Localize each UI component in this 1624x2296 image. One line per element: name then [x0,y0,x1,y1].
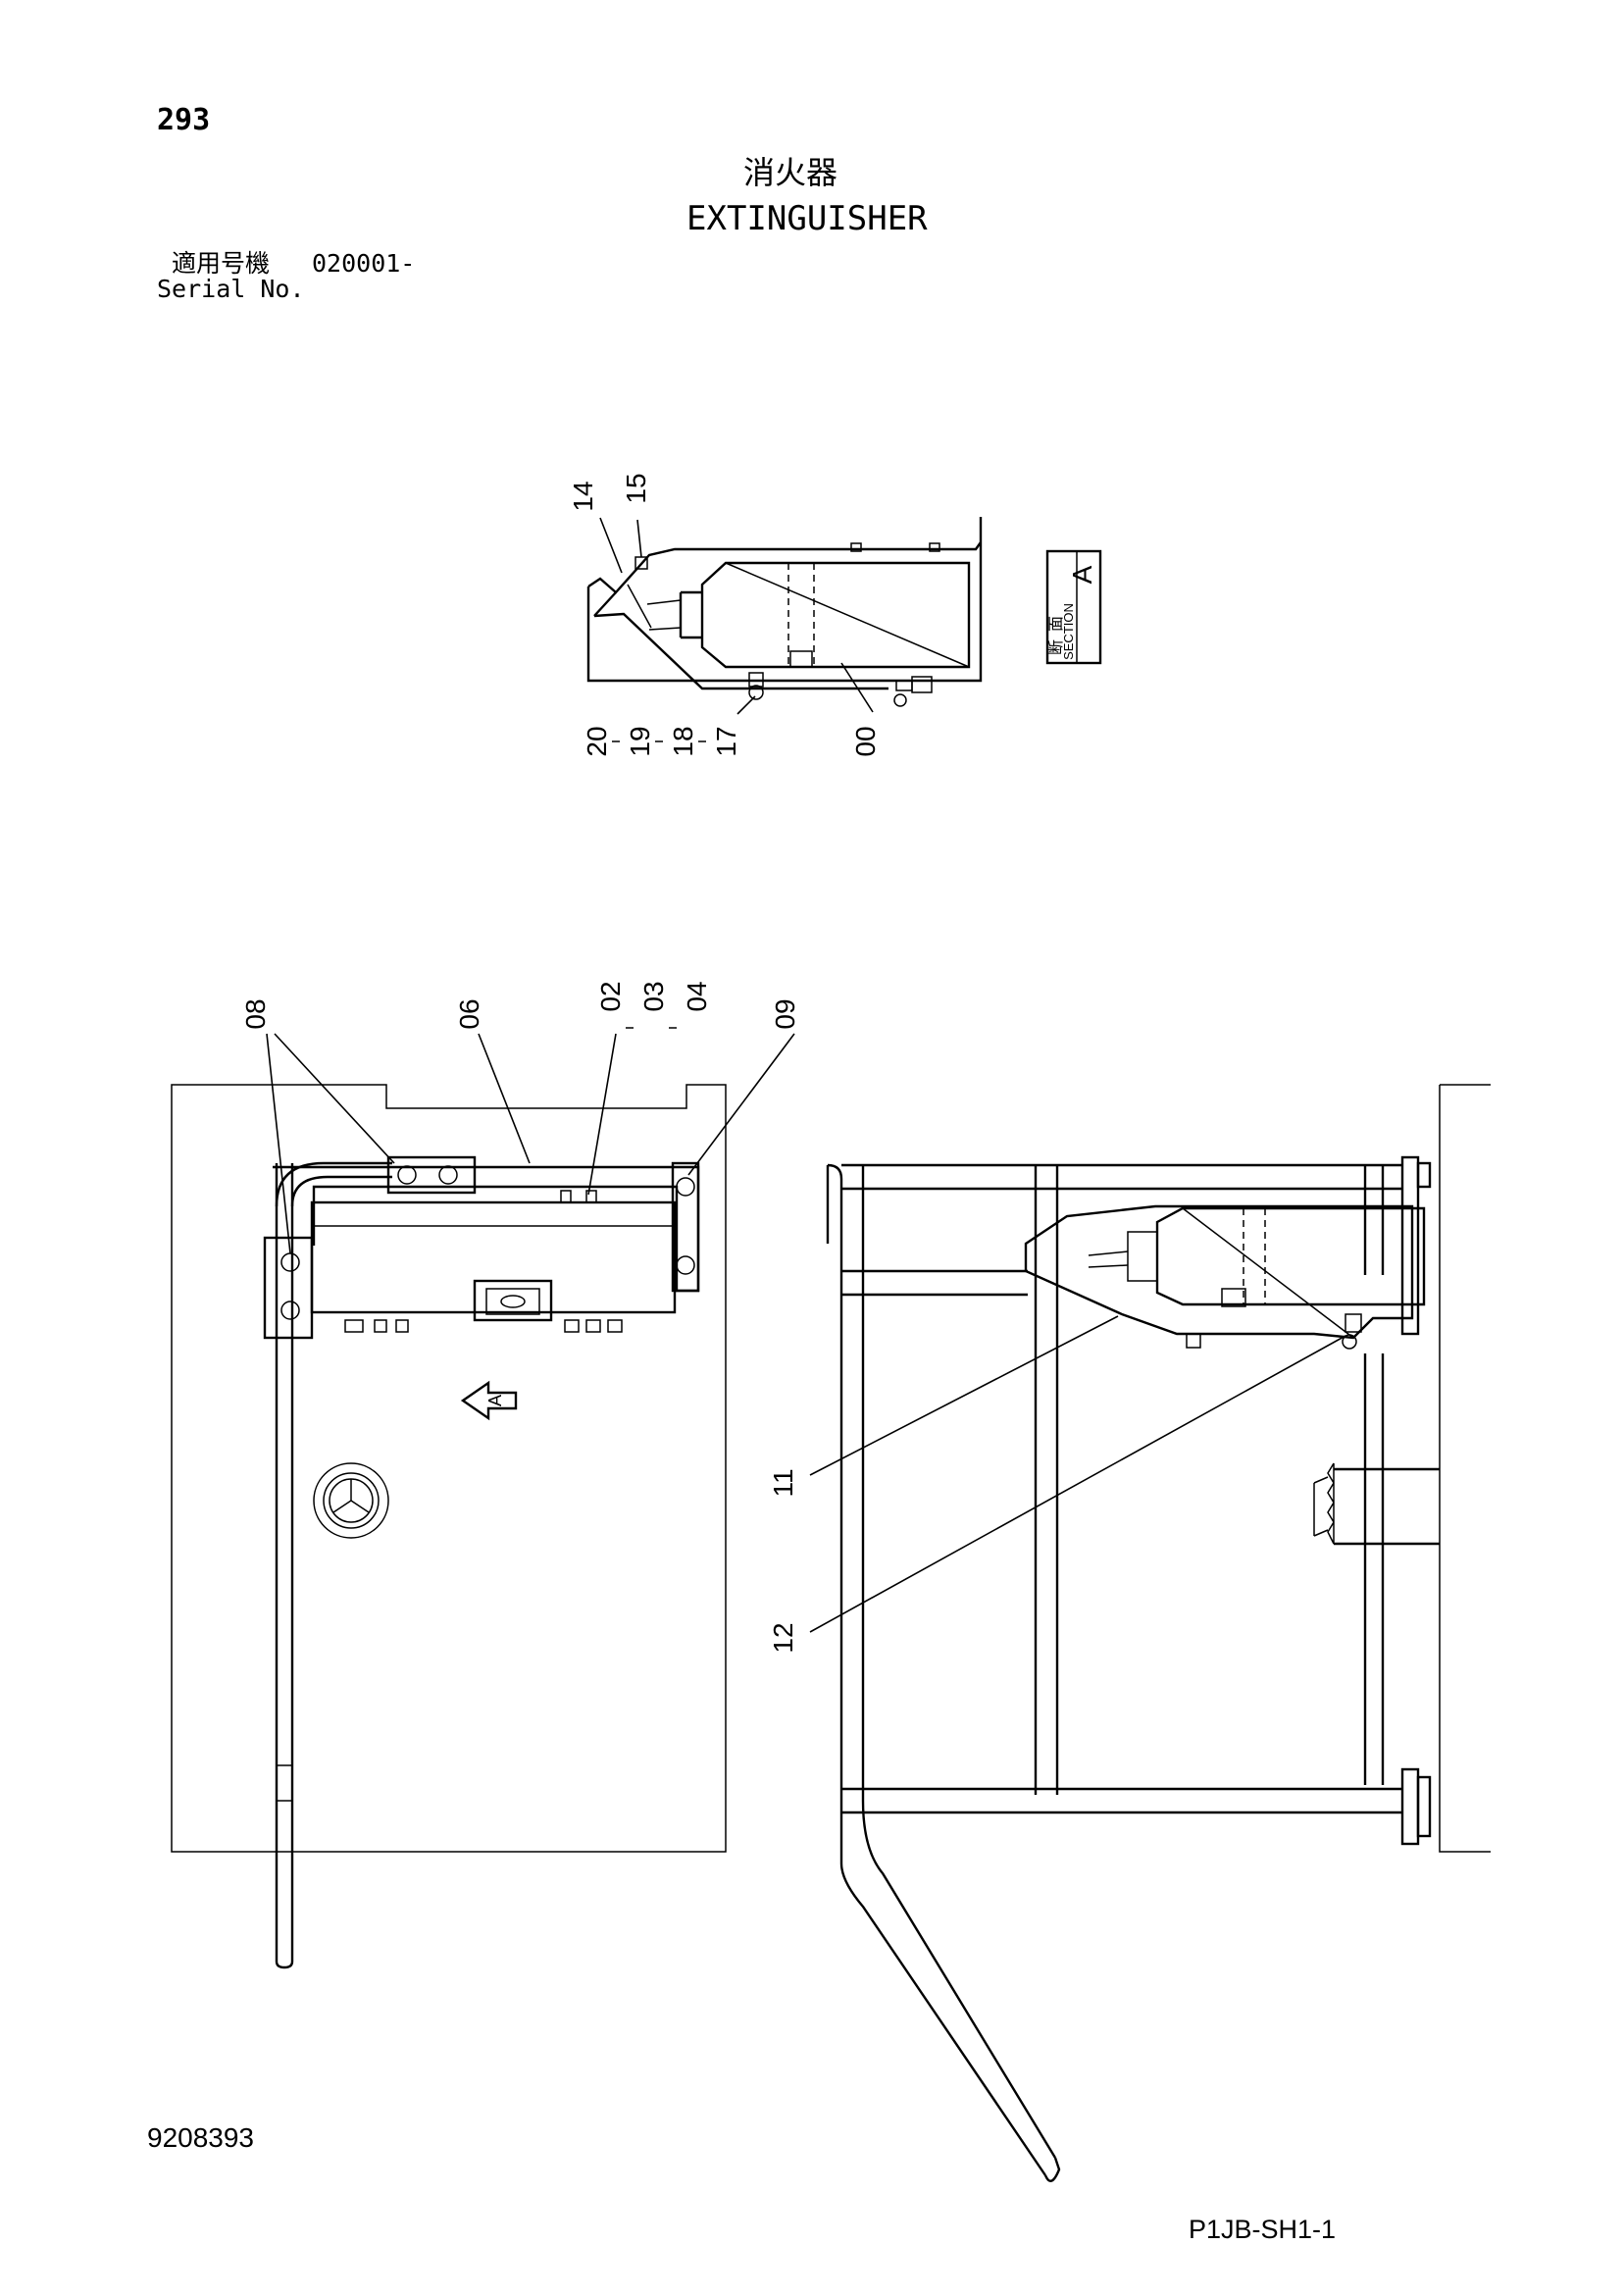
mounting-plate [586,517,983,683]
page-number: 293 [157,103,211,137]
section-letter: A [1067,565,1097,584]
clamp-08-lower [263,1236,314,1340]
title-english: EXTINGUISHER [686,199,928,238]
bracket-bottom [593,612,888,690]
section-kanji-1: 断 [1047,639,1065,655]
callout-11: 11 [768,1468,798,1497]
strap-hidden [787,563,815,667]
section-kanji-2: 面 [1048,616,1065,632]
clamp-09 [671,1161,700,1293]
section-word: SECTION [1061,603,1076,660]
callout-19: 19 [625,726,655,756]
handrail-pipe [275,1163,294,1969]
handrail-left [827,1163,1046,2176]
top-view: A [171,1033,795,1969]
nut-17 [748,672,764,688]
callout-15: 15 [621,473,651,503]
callout-17: 17 [711,726,741,756]
title-japanese: 消火器 [743,154,838,191]
handrail-bottom-rail [841,1787,1402,1814]
sheet-code: P1JB-SH1-1 [1189,2215,1337,2244]
serial-number-value: 020001- [312,249,416,278]
lamp-body [1334,1467,1440,1546]
callout-14: 14 [568,481,598,511]
extinguisher-top-body [310,1200,677,1314]
callout-03: 03 [638,981,669,1011]
view-arrow [460,1380,518,1421]
clamp-08-upper [386,1155,477,1195]
post-left [1034,1165,1059,1795]
section-diagonal [725,562,970,668]
callout-06: 06 [454,998,484,1029]
callout-04: 04 [682,981,712,1011]
valve-head [679,590,702,639]
front-bracket [1024,1204,1414,1340]
serial-label-english: Serial No. [157,275,305,303]
callout-12: 12 [768,1622,798,1653]
fuel-cap [313,1462,389,1539]
callout-20: 20 [582,726,612,756]
extinguisher-body [700,561,971,669]
callout-08: 08 [240,998,271,1029]
section-a-marker: 断 面 SECTION A [1045,549,1102,665]
section-view [586,517,983,715]
callout-18: 18 [668,726,698,756]
handrail-top-rail [826,1163,1402,1244]
callout-02: 02 [595,981,626,1011]
bracket-top [587,541,982,594]
callout-00: 00 [850,726,881,756]
front-view [809,1084,1491,2182]
callout-09: 09 [770,998,800,1029]
serial-label-japanese: 適用号機 [172,249,271,278]
main-bracket [273,1165,700,1293]
handrail-mid-rail [841,1269,1028,1297]
view-arrow-letter: A [485,1395,505,1406]
post-right [1363,1165,1385,1785]
right-frame [1439,1084,1491,1853]
drawing-number: 9208393 [147,2122,255,2153]
gauge-window [473,1279,553,1322]
floor-panel [171,1084,727,1853]
handle [646,599,682,631]
